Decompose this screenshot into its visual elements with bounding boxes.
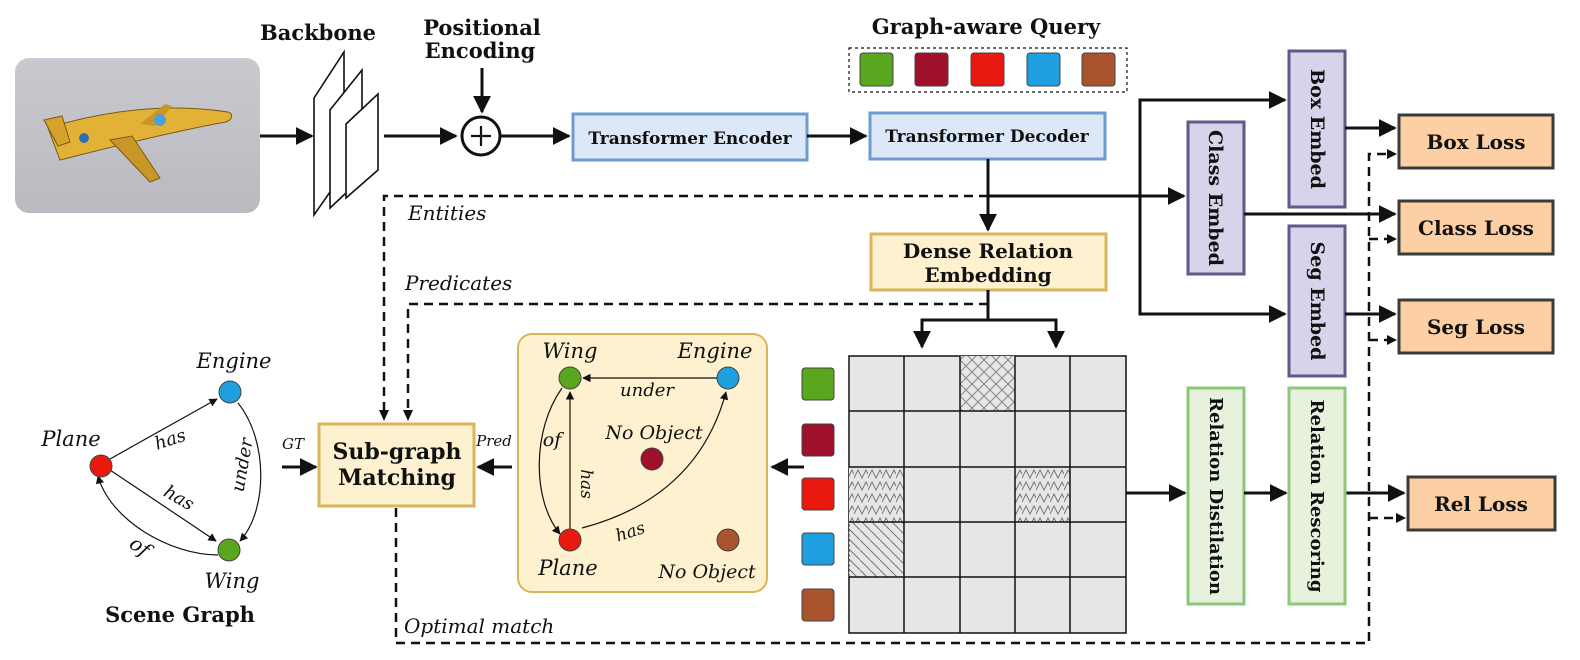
seg-embed-box (1287, 224, 1347, 378)
dense-relation-box (869, 232, 1108, 292)
entities-predicates-dashed (382, 194, 988, 412)
rel-loss-label: Rel Loss (1434, 492, 1528, 516)
grid-cell-hatched (849, 467, 904, 522)
gt-label: GT (282, 435, 305, 453)
predicted-graph-panel: Wing Engine Plane No Object No Object un… (517, 333, 768, 593)
seg-loss-box (1397, 298, 1555, 355)
positional-label-2: Encoding (425, 38, 536, 63)
pred-no-object-label: No Object (604, 422, 703, 444)
pred-node-no-object (716, 528, 740, 552)
query-container (848, 47, 1128, 93)
query-maroon (801, 423, 835, 457)
class-loss-label: Class Loss (1418, 216, 1534, 240)
dense-relation-label-2: Embedding (924, 263, 1051, 287)
seg-embed-label: Seg Embed (1306, 242, 1328, 361)
predicates-label: Predicates (404, 271, 512, 295)
grid-cell-hatched (848, 521, 905, 578)
pred-node-engine-label: Engine (677, 339, 753, 363)
box-embed-label: Box Embed (1306, 69, 1328, 189)
query-maroon (914, 52, 949, 87)
transformer-decoder-box (868, 111, 1107, 161)
entities-predicates-arrowheads (379, 410, 413, 421)
edge-under-label: under (228, 435, 258, 493)
decoder-routing-arrows (979, 91, 1287, 323)
pred-edge-has-label: has (576, 469, 596, 499)
query-green (801, 367, 835, 401)
query-blue (801, 532, 835, 566)
pred-label: Pred (475, 432, 512, 450)
node-wing-label: Wing (205, 569, 260, 593)
node-wing (217, 538, 241, 562)
seg-loss-label: Seg Loss (1427, 315, 1525, 339)
scene-graph: Plane Engine Wing has has under of Scene… (40, 349, 271, 627)
plus-icon (460, 115, 502, 157)
class-embed-box (1186, 120, 1246, 276)
pred-node-wing-label: Wing (543, 339, 598, 363)
pred-edge-under-label: under (620, 380, 675, 401)
entities-label: Entities (407, 201, 486, 225)
transformer-encoder-box (571, 112, 809, 162)
dense-relation-split-arrows (913, 290, 1065, 349)
subgraph-label-1: Sub-graph (332, 439, 461, 465)
relation-distilation-box (1186, 386, 1246, 606)
box-embed-box (1287, 49, 1347, 209)
backbone-layers (313, 49, 379, 218)
edge-has-label: has (160, 481, 198, 515)
pred-node-engine (716, 366, 740, 390)
pred-edge-of-label: of (543, 429, 564, 451)
box-loss-label: Box Loss (1426, 130, 1525, 154)
pred-node-plane (558, 528, 582, 552)
airplane-icon (43, 104, 233, 183)
pred-node-wing (558, 366, 582, 390)
pred-no-object-label: No Object (657, 561, 756, 583)
node-plane (89, 454, 113, 478)
node-engine (218, 380, 242, 404)
query-red (801, 477, 835, 511)
class-loss-box (1397, 199, 1555, 256)
relation-distilation-label: Relation Distilation (1205, 397, 1226, 595)
edge-has-label: has (152, 425, 189, 455)
query-blue (1026, 52, 1061, 87)
optimal-match-label: Optimal match (404, 614, 554, 638)
relation-rescoring-label: Relation Rescoring (1306, 400, 1327, 593)
input-image (15, 58, 260, 213)
pred-node-plane-label: Plane (537, 556, 597, 580)
query-brown (801, 588, 835, 622)
relation-rescoring-box (1287, 386, 1347, 606)
relation-grid (848, 355, 1127, 634)
edge-of-label: of (125, 531, 158, 564)
feedback-arrowheads (1387, 149, 1406, 523)
rel-loss-box (1406, 475, 1557, 532)
positional-label-1: Positional (423, 15, 541, 40)
subgraph-matching-box (317, 422, 476, 508)
dense-relation-label-1: Dense Relation (903, 239, 1074, 263)
pred-node-no-object (640, 447, 664, 471)
transformer-encoder-label: Transformer Encoder (588, 129, 792, 149)
graph-aware-query-label: Graph-aware Query (872, 14, 1101, 39)
backbone-label: Backbone (260, 20, 376, 45)
node-engine-label: Engine (196, 349, 272, 373)
transformer-decoder-label: Transformer Decoder (885, 127, 1090, 147)
grid-cell-hatched (1015, 467, 1070, 522)
grid-cell-hatched (960, 356, 1015, 411)
query-brown (1081, 52, 1116, 87)
node-plane-label: Plane (40, 427, 100, 451)
query-green (859, 52, 894, 87)
scene-graph-title: Scene Graph (105, 602, 255, 627)
subgraph-label-2: Matching (338, 465, 456, 491)
class-embed-label: Class Embed (1204, 130, 1226, 266)
query-red (970, 52, 1005, 87)
box-loss-box (1397, 113, 1555, 170)
